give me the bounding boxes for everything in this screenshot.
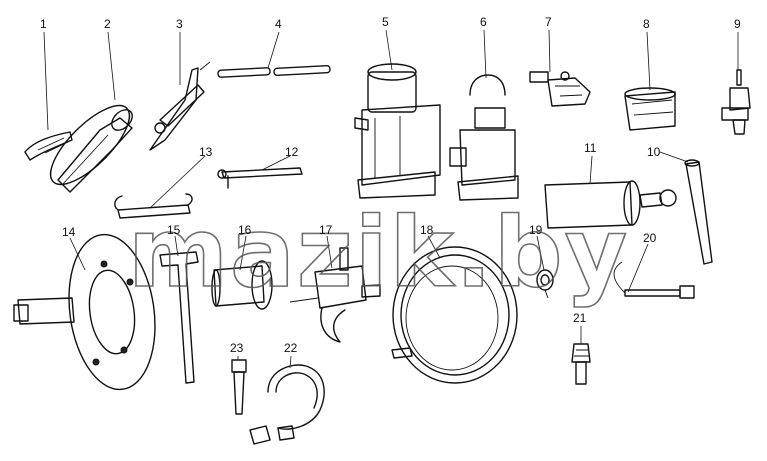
callout-11: 11 (584, 141, 597, 155)
part-8-drawing (624, 87, 676, 131)
part-16-drawing (211, 260, 273, 310)
callout-21: 21 (573, 311, 587, 325)
part-7-drawing (529, 71, 591, 107)
callout-15: 15 (167, 223, 181, 237)
part-9-drawing (721, 69, 751, 135)
part-14-drawing (13, 233, 156, 391)
callout-3: 3 (176, 17, 183, 31)
callout-8: 8 (643, 17, 650, 31)
callout-18: 18 (420, 223, 434, 237)
callout-23: 23 (230, 341, 244, 355)
part-18-drawing (391, 246, 518, 384)
part-4-drawing (217, 64, 331, 78)
watermark-text: mazik.by (128, 197, 629, 309)
callout-4: 4 (275, 17, 282, 31)
callout-2: 2 (104, 17, 111, 31)
part-3-drawing (149, 61, 211, 151)
part-23-drawing (231, 359, 247, 415)
part-22-drawing (249, 364, 325, 445)
part-17-drawing (289, 247, 381, 343)
part-20-drawing (613, 261, 695, 299)
part-10-drawing (684, 159, 713, 265)
callout-22: 22 (284, 341, 298, 355)
part-19-drawing (536, 269, 554, 299)
part-2-drawing (49, 104, 133, 193)
callout-7: 7 (545, 15, 552, 29)
part-12-drawing (217, 167, 303, 189)
callout-20: 20 (643, 231, 657, 245)
leader-lines (43, 29, 739, 369)
callout-1: 1 (40, 17, 47, 31)
part-11-drawing (544, 180, 677, 229)
callout-12: 12 (285, 145, 299, 159)
part-15-drawing (159, 251, 199, 384)
part-21-drawing (571, 343, 591, 385)
part-1-drawing (24, 131, 73, 161)
callout-6: 6 (480, 15, 487, 29)
callout-10: 10 (647, 145, 661, 159)
part-6-drawing (449, 74, 519, 201)
callout-numbers: 1 2 3 4 5 6 7 8 9 10 11 12 13 14 15 16 1… (40, 15, 741, 355)
part-5-drawing (354, 63, 441, 199)
callout-14: 14 (62, 225, 76, 239)
part-13-drawing (114, 193, 193, 219)
callout-5: 5 (382, 15, 389, 29)
callout-17: 17 (319, 223, 333, 237)
callout-9: 9 (734, 17, 741, 31)
callout-19: 19 (529, 223, 543, 237)
callout-13: 13 (199, 145, 213, 159)
callout-16: 16 (238, 223, 252, 237)
